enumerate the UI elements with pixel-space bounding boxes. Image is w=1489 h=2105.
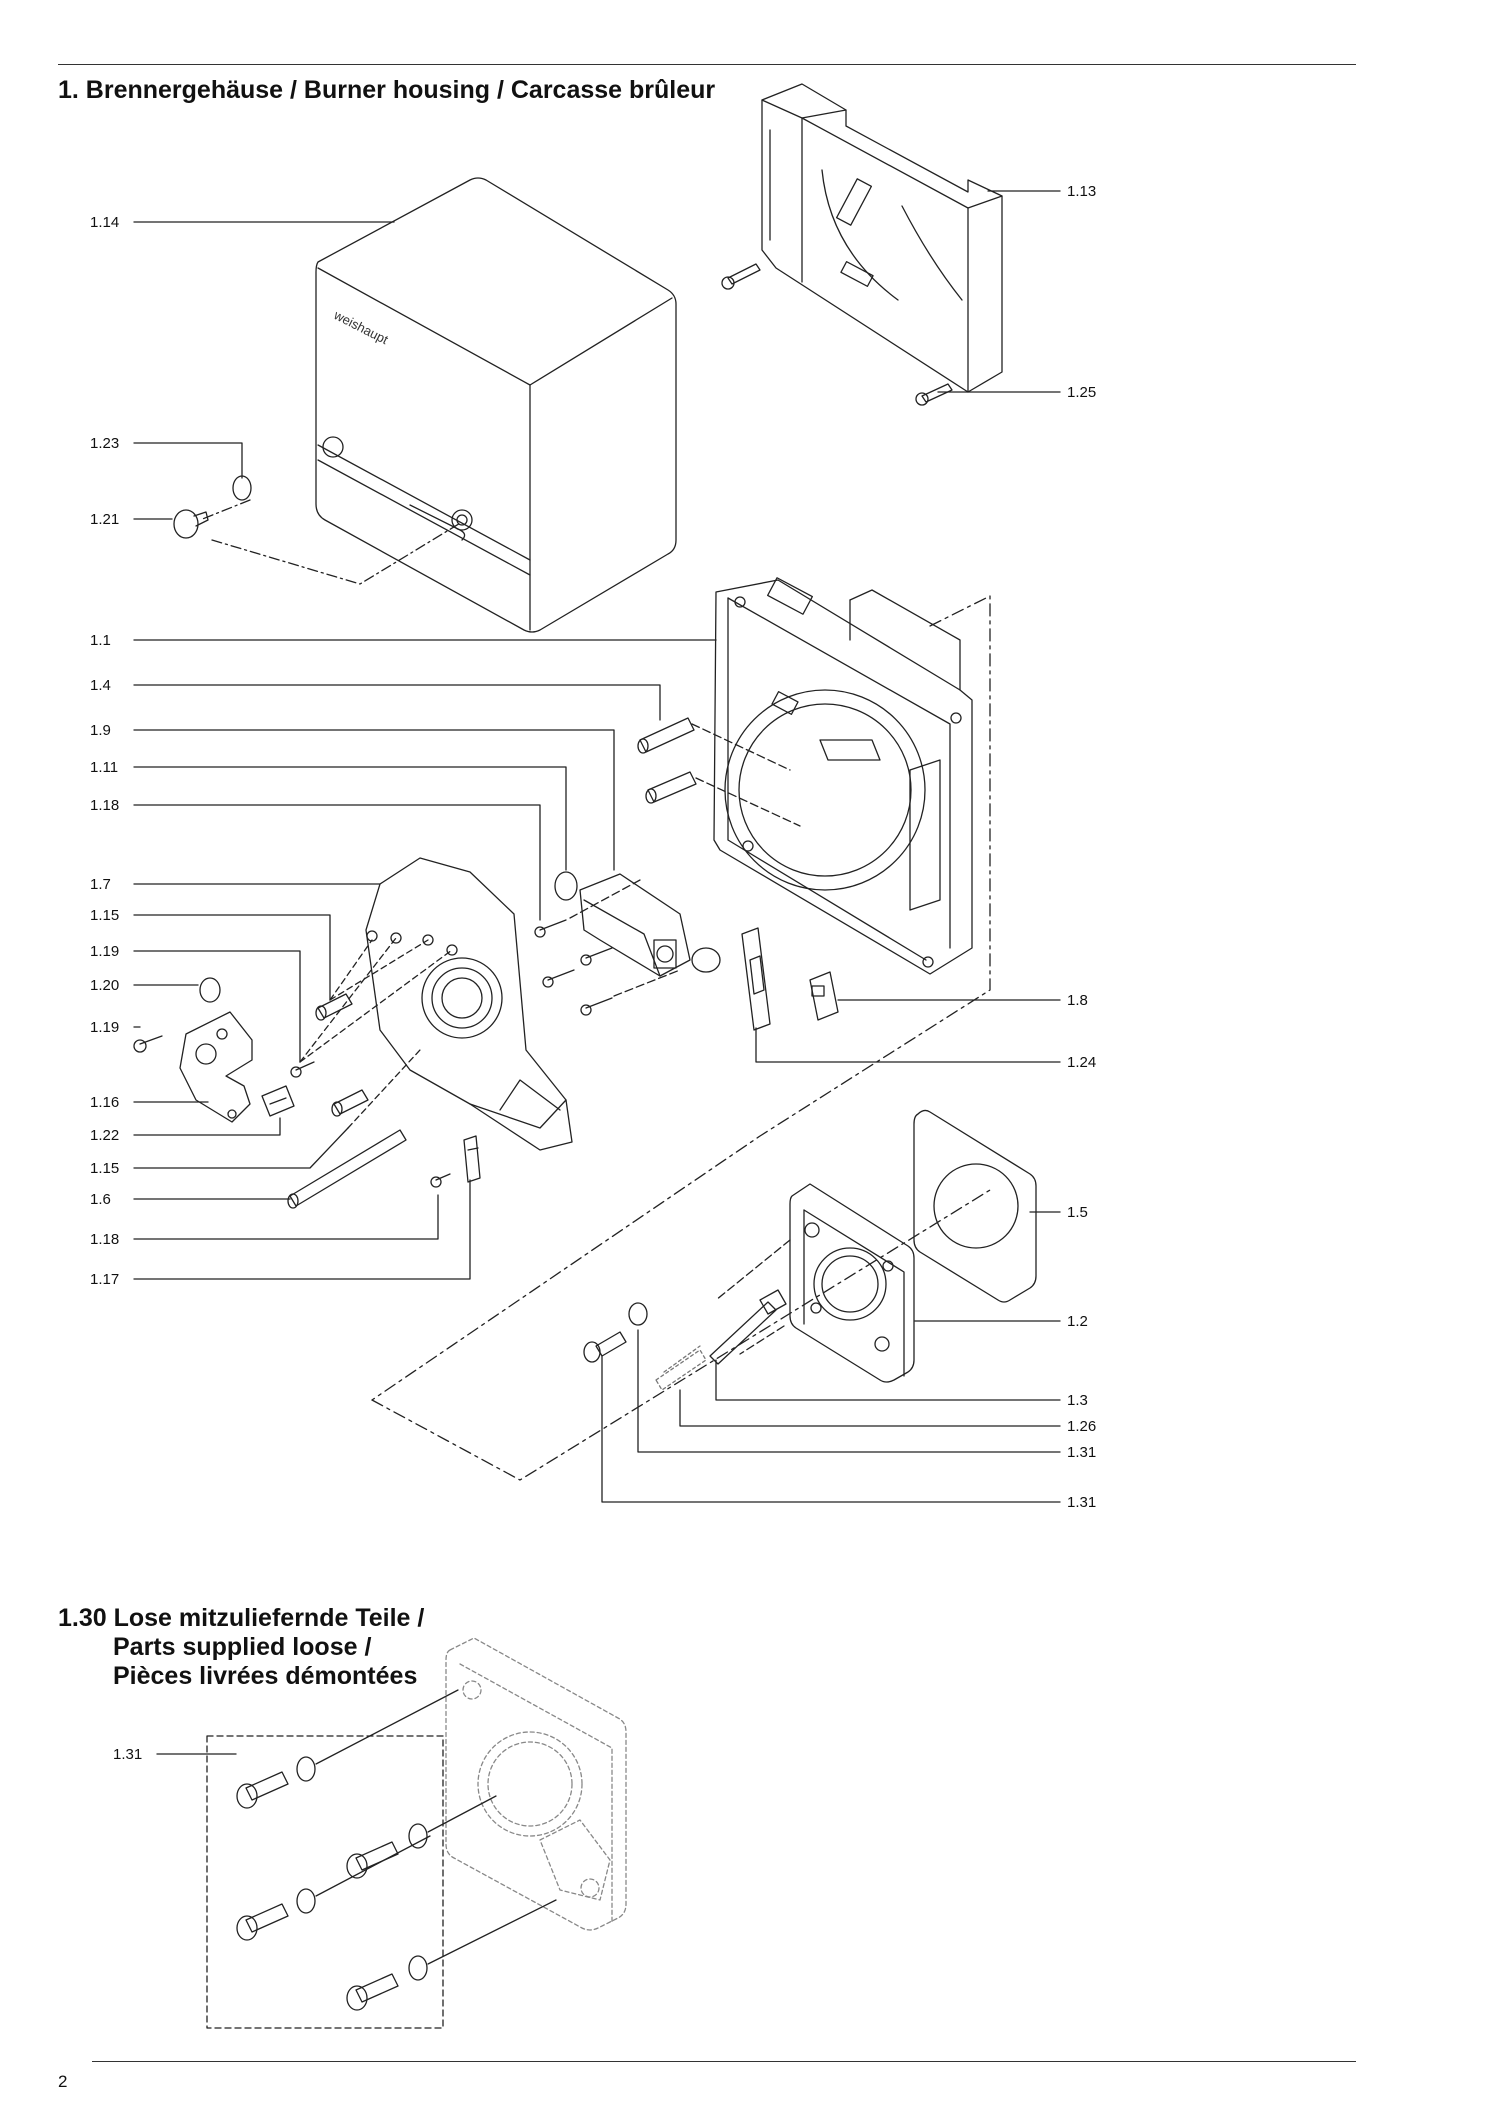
part-screw-upper	[721, 263, 761, 290]
callout-1-13: 1.13	[1067, 183, 1097, 200]
callout-1-18-upper: 1.18	[90, 797, 120, 814]
callout-1-16: 1.16	[90, 1094, 120, 1111]
part-cover-hood	[315, 177, 677, 633]
bottom-rule	[92, 2061, 1356, 2062]
section-title-burner-housing: 1. Brennergehäuse / Burner housing / Car…	[58, 76, 716, 104]
leader-lines-left	[133, 221, 717, 1280]
callout-1-20: 1.20	[90, 977, 120, 994]
callout-1-31-loose: 1.31	[113, 1746, 143, 1763]
part-ring-1-11	[554, 871, 578, 901]
loose-title-line-2: Parts supplied loose /	[113, 1633, 372, 1661]
part-bracket-1-9	[579, 873, 721, 977]
callout-1-18-lower: 1.18	[90, 1231, 120, 1248]
part-threaded-stud-upper	[315, 993, 353, 1021]
part-screw-1-19-left	[133, 1035, 163, 1053]
part-small-screws	[534, 919, 613, 1016]
part-main-housing	[713, 577, 973, 975]
part-block-1-8	[809, 971, 839, 1021]
callout-1-24: 1.24	[1067, 1054, 1097, 1071]
loose-title-line-1: 1.30 Lose mitzuliefernde Teile /	[58, 1604, 425, 1632]
callout-1-1: 1.1	[90, 632, 111, 649]
part-stud-lower	[645, 771, 697, 804]
callout-1-8: 1.8	[1067, 992, 1088, 1009]
part-screw-1-31	[583, 1331, 627, 1363]
top-rule	[58, 64, 1356, 65]
part-cover-plate-1-16	[179, 1011, 253, 1123]
part-threaded-stud-lower	[331, 1089, 369, 1117]
loose-screw-1	[236, 1689, 459, 1809]
callout-1-4: 1.4	[90, 677, 111, 694]
callout-1-14: 1.14	[90, 214, 120, 231]
part-air-guide-plate	[365, 857, 573, 1151]
loose-screw-4	[346, 1899, 557, 2011]
page-number: 2	[58, 2072, 68, 2091]
part-flange-1-2	[789, 1183, 915, 1383]
part-clip-1-17	[463, 1135, 481, 1183]
callout-1-31-upper: 1.31	[1067, 1444, 1097, 1461]
callout-1-5: 1.5	[1067, 1204, 1088, 1221]
callout-1-17: 1.17	[90, 1271, 120, 1288]
callout-1-15-lower: 1.15	[90, 1160, 120, 1177]
loose-title-line-3: Pièces livrées démontées	[113, 1662, 418, 1690]
callout-1-9: 1.9	[90, 722, 111, 739]
loose-screw-3	[236, 1835, 431, 1941]
callout-1-19-upper: 1.19	[90, 943, 120, 960]
callout-1-3: 1.3	[1067, 1392, 1088, 1409]
part-knob-1-21	[173, 509, 209, 539]
callout-1-15-upper: 1.15	[90, 907, 120, 924]
part-washer-1-31	[628, 1302, 648, 1326]
loose-flange-ghost	[445, 1637, 627, 1931]
callout-1-26: 1.26	[1067, 1418, 1097, 1435]
part-cap-1-20	[199, 977, 221, 1003]
callout-1-11: 1.11	[90, 759, 119, 776]
part-rod-1-6	[287, 1129, 407, 1209]
part-back-panel	[761, 83, 1003, 393]
callout-1-6: 1.6	[90, 1191, 111, 1208]
part-washer-1-23	[232, 475, 252, 501]
callout-1-19-lower: 1.19	[90, 1019, 120, 1036]
callout-1-23: 1.23	[90, 435, 120, 452]
part-gasket-1-5	[913, 1109, 1037, 1303]
callout-1-25: 1.25	[1067, 384, 1097, 401]
callout-1-22: 1.22	[90, 1127, 120, 1144]
plate-assembly-lines	[299, 937, 453, 1129]
callout-1-2: 1.2	[1067, 1313, 1088, 1330]
part-stud-upper	[637, 717, 695, 754]
part-strip-1-24	[741, 927, 771, 1031]
part-screw-1-19-right	[290, 1061, 315, 1078]
part-grommet-1-22	[261, 1085, 295, 1117]
cover-brand-label: weishaupt	[331, 307, 391, 348]
callout-1-21: 1.21	[90, 511, 120, 528]
part-screw-1-18-lower	[430, 1173, 451, 1188]
part-stud-1-26	[655, 1345, 707, 1391]
loose-parts-frame	[206, 1735, 444, 2029]
callout-1-31-lower: 1.31	[1067, 1494, 1097, 1511]
section-title-parts-supplied-loose: 1.30 Lose mitzuliefernde Teile / Parts s…	[58, 1604, 424, 1691]
part-screw-lower	[915, 383, 953, 406]
leader-lines-right	[601, 190, 1061, 1503]
callout-1-7: 1.7	[90, 876, 111, 893]
loose-screw-2	[346, 1795, 497, 1879]
part-electrode-stud-1-3	[709, 1289, 787, 1365]
